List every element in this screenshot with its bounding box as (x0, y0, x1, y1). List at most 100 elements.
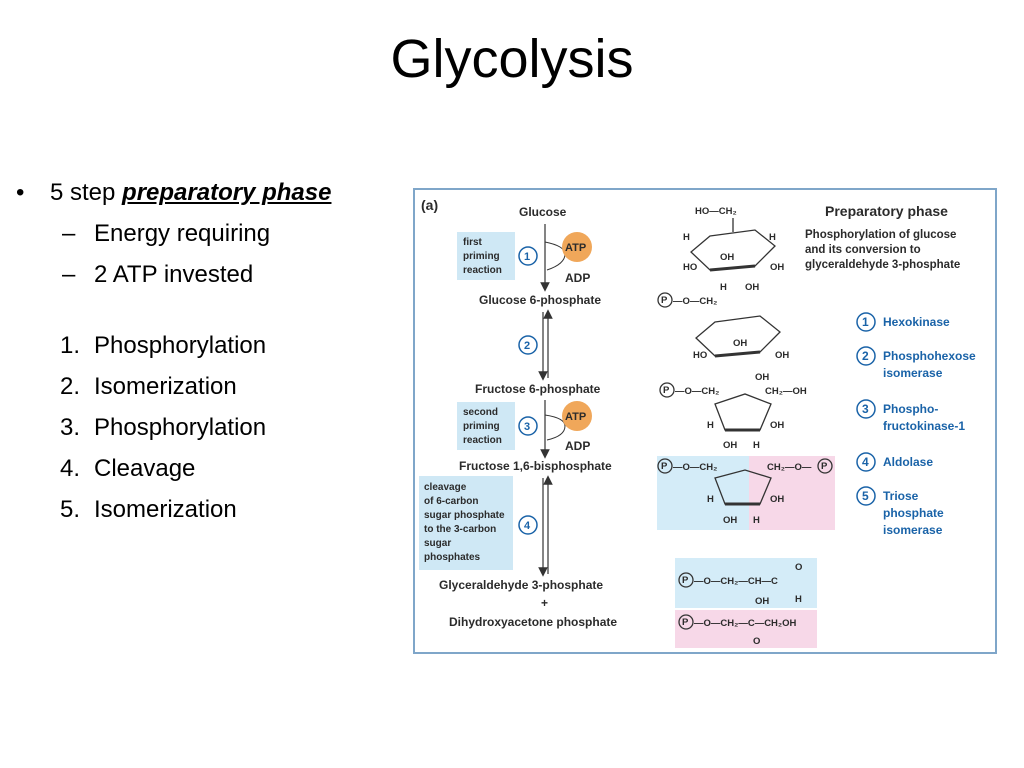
svg-text:reaction: reaction (463, 265, 502, 276)
svg-text:—O—CH₂—C—CH₂OH: —O—CH₂—C—CH₂OH (694, 618, 797, 629)
svg-text:P: P (661, 295, 668, 306)
main-bullet: • 5 step preparatory phase (12, 178, 357, 208)
glucose-6-phosphate-structure: P —O—CH₂ HO OH OH OH (657, 292, 789, 383)
svg-text:—O—CH₂: —O—CH₂ (675, 386, 719, 397)
svg-text:OH: OH (775, 350, 789, 361)
svg-text:HO: HO (683, 262, 697, 273)
svg-text:second: second (463, 407, 498, 418)
svg-text:phosphates: phosphates (424, 552, 481, 563)
svg-text:CH₂—O—: CH₂—O— (767, 462, 812, 473)
svg-text:OH: OH (755, 596, 769, 607)
slide-title: Glycolysis (390, 29, 634, 89)
svg-text:isomerase: isomerase (883, 523, 943, 537)
fructose-bisphosphate-structure: P —O—CH₂ CH₂—O— P H OH OH H (657, 456, 835, 530)
svg-text:OH: OH (733, 338, 747, 349)
step-label: Isomerization (94, 373, 237, 400)
svg-text:5: 5 (862, 489, 869, 503)
pathway-diagram: (a) Preparatory phase Phosphorylation of… (419, 197, 976, 648)
svg-text:to the 3-carbon: to the 3-carbon (424, 524, 496, 535)
svg-text:H: H (707, 494, 714, 505)
atp-curve (544, 414, 566, 441)
svg-text:Phosphohexose: Phosphohexose (883, 349, 976, 363)
step-circle-2: 2 (518, 335, 538, 355)
bullet-dot: • (16, 179, 25, 206)
fructose-6-phosphate-structure: P —O—CH₂ CH₂—OH H OH OH H (659, 382, 807, 451)
step-label: Cleavage (94, 455, 196, 482)
enzyme-4: 4 Aldolase (856, 452, 933, 472)
step-label: Phosphorylation (94, 414, 267, 441)
step-number: 3. (60, 414, 81, 441)
step-circle-1: 1 (518, 246, 538, 266)
main-bullet-prefix: 5 step (50, 179, 123, 206)
svg-text:isomerase: isomerase (883, 366, 943, 380)
svg-text:H: H (753, 440, 760, 451)
svg-text:2: 2 (524, 340, 530, 352)
compound-glucose-6-phosphate: Glucose 6-phosphate (479, 293, 601, 307)
svg-text:Triose: Triose (883, 489, 919, 503)
sub-bullet-text: 2 ATP invested (94, 261, 254, 288)
enzyme-2: 2 Phosphohexose isomerase (856, 346, 976, 380)
sub-bullet: – 2 ATP invested (12, 260, 357, 290)
note-second-priming: second priming reaction (457, 402, 515, 450)
sub-bullet: – Energy requiring (12, 219, 357, 249)
adp-label-2: ADP (565, 439, 590, 453)
svg-text:HO—CH₂: HO—CH₂ (695, 206, 737, 217)
svg-text:ATP: ATP (565, 411, 586, 423)
svg-text:Hexokinase: Hexokinase (883, 315, 950, 329)
note-first-priming: first priming reaction (457, 232, 515, 280)
compound-fructose-6-phosphate: Fructose 6-phosphate (475, 382, 601, 396)
svg-text:H: H (753, 515, 760, 526)
svg-text:phosphate: phosphate (883, 506, 944, 520)
svg-text:CH₂—OH: CH₂—OH (765, 386, 807, 397)
svg-text:HO: HO (693, 350, 707, 361)
svg-text:—O—CH₂: —O—CH₂ (673, 296, 717, 307)
svg-text:priming: priming (463, 421, 500, 432)
svg-text:O: O (753, 636, 760, 647)
enzyme-5: 5 Triose phosphate isomerase (856, 486, 944, 537)
note-cleavage: cleavage of 6-carbon sugar phosphate to … (419, 476, 513, 570)
svg-text:O: O (795, 562, 802, 573)
svg-text:sugar: sugar (424, 538, 451, 549)
svg-text:OH: OH (723, 515, 737, 526)
enzyme-1: 1 Hexokinase (856, 312, 950, 332)
svg-text:H: H (769, 232, 776, 243)
svg-text:3: 3 (524, 421, 530, 433)
svg-text:P: P (661, 461, 668, 472)
svg-text:2: 2 (862, 349, 869, 363)
svg-text:OH: OH (723, 440, 737, 451)
step-number: 4. (60, 455, 81, 482)
svg-text:reaction: reaction (463, 435, 502, 446)
svg-text:Aldolase: Aldolase (883, 455, 933, 469)
svg-text:3: 3 (862, 402, 869, 416)
svg-text:1: 1 (862, 315, 869, 329)
step-label: Isomerization (94, 496, 237, 523)
step-item: 3. Phosphorylation (12, 413, 357, 443)
atp-badge-1: ATP (562, 232, 592, 262)
svg-text:OH: OH (755, 372, 769, 383)
svg-text:P: P (682, 575, 689, 586)
bullet-list: • 5 step preparatory phase – Energy requ… (12, 178, 357, 536)
step-item: 2.Isomerization (12, 372, 357, 402)
step-list: 1. Phosphorylation 2.Isomerization 3. Phos… (12, 331, 357, 525)
svg-text:4: 4 (524, 520, 531, 532)
phase-heading: Preparatory phase (825, 203, 948, 219)
compound-fructose-bisphosphate: Fructose 1,6-bisphosphate (459, 459, 612, 473)
atp-curve (544, 241, 566, 271)
svg-text:fructokinase-1: fructokinase-1 (883, 419, 965, 433)
svg-text:sugar phosphate: sugar phosphate (424, 510, 505, 521)
svg-text:H: H (683, 232, 690, 243)
glyceraldehyde-3-phosphate-structure: P —O—CH₂—CH—C O H OH (675, 558, 817, 608)
svg-text:first: first (463, 237, 483, 248)
svg-text:of 6-carbon: of 6-carbon (424, 496, 478, 507)
adp-label-1: ADP (565, 271, 590, 285)
svg-text:P: P (663, 385, 670, 396)
svg-text:—O—CH₂—CH—C: —O—CH₂—CH—C (694, 576, 778, 587)
step-number: 1. (60, 332, 81, 359)
svg-text:1: 1 (524, 251, 530, 263)
step-circle-3: 3 (518, 416, 538, 436)
main-bullet-emphasis: preparatory phase (122, 179, 332, 206)
svg-text:cleavage: cleavage (424, 482, 467, 493)
svg-text:H: H (795, 594, 802, 605)
description-line: and its conversion to (805, 244, 921, 256)
description-line: Phosphorylation of glucose (805, 229, 956, 241)
